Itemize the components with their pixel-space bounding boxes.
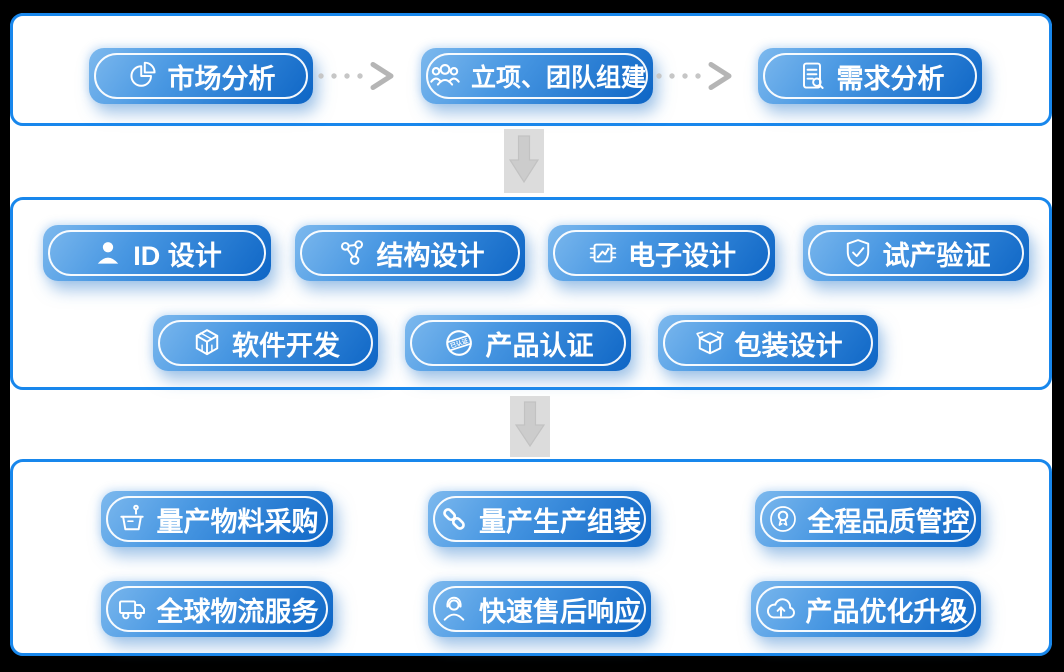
design-item-label: 结构设计	[376, 240, 485, 271]
design-item-label: 产品认证	[485, 330, 594, 361]
design-item-trial-verification[interactable]: 试产验证	[803, 225, 1029, 281]
design-item-packaging-design[interactable]: 包装设计	[658, 315, 878, 371]
down-arrow-icon	[510, 396, 550, 457]
medal-icon	[769, 506, 796, 532]
person-icon	[98, 242, 119, 264]
cloud-upload-icon	[766, 598, 795, 619]
flow-step-market-analysis[interactable]: 市场分析	[89, 48, 313, 104]
planning-section: 市场分析 立项、团队组建	[10, 13, 1052, 126]
design-item-label: 试产验证	[882, 240, 991, 271]
design-item-product-certification[interactable]: 已认证 产品认证	[405, 315, 631, 371]
flow-step-label: 需求分析	[836, 63, 945, 94]
design-item-label: ID 设计	[133, 240, 222, 271]
design-item-software-development[interactable]: 软件开发	[153, 315, 378, 371]
production-item-global-logistics[interactable]: 全球物流服务	[101, 581, 333, 637]
production-item-label: 产品优化升级	[805, 596, 968, 627]
design-item-label: 软件开发	[232, 330, 340, 361]
production-item-material-purchase[interactable]: 量产物料采购	[101, 491, 333, 547]
document-search-icon	[802, 62, 824, 89]
production-item-quality-control[interactable]: 全程品质管控	[755, 491, 981, 547]
production-item-label: 量产生产组装	[479, 506, 641, 537]
molecule-icon	[340, 240, 363, 265]
production-item-assembly[interactable]: 量产生产组装	[428, 491, 651, 547]
basket-icon	[119, 504, 144, 531]
down-arrow-icon	[504, 129, 544, 193]
support-agent-icon	[443, 596, 465, 621]
stamp-icon: 已认证	[445, 330, 472, 356]
chip-icon	[589, 243, 617, 263]
production-item-aftersales-response[interactable]: 快速售后响应	[428, 581, 651, 637]
production-item-product-upgrade[interactable]: 产品优化升级	[751, 581, 981, 637]
production-item-label: 全球物流服务	[156, 596, 319, 627]
shield-check-icon	[846, 239, 869, 267]
truck-icon	[118, 600, 145, 620]
dotted-arrow-right-icon	[318, 62, 394, 90]
flow-step-requirement-analysis[interactable]: 需求分析	[758, 48, 982, 104]
flow-step-label: 市场分析	[167, 63, 276, 94]
production-item-label: 快速售后响应	[479, 596, 641, 627]
team-icon	[430, 64, 460, 86]
pie-chart-icon	[129, 61, 156, 87]
design-item-structure-design[interactable]: 结构设计	[295, 225, 525, 281]
production-section: 量产物料采购 量产生产组装 全程品质管控	[10, 459, 1052, 656]
chain-link-icon	[443, 508, 465, 530]
production-item-label: 全程品质管控	[807, 506, 970, 537]
design-item-label: 包装设计	[734, 330, 843, 361]
design-item-id-design[interactable]: ID 设计	[43, 225, 271, 281]
design-section: ID 设计 结构设计 电子设计 试产验证	[10, 197, 1052, 390]
package-icon	[695, 331, 724, 355]
flow-step-project-team[interactable]: 立项、团队组建	[421, 48, 653, 104]
dotted-arrow-right-icon	[656, 62, 732, 90]
cube-icon	[195, 329, 219, 356]
flow-step-label: 立项、团队组建	[470, 64, 646, 92]
design-item-electronic-design[interactable]: 电子设计	[548, 225, 775, 281]
design-item-label: 电子设计	[628, 240, 736, 271]
production-item-label: 量产物料采购	[156, 506, 319, 537]
